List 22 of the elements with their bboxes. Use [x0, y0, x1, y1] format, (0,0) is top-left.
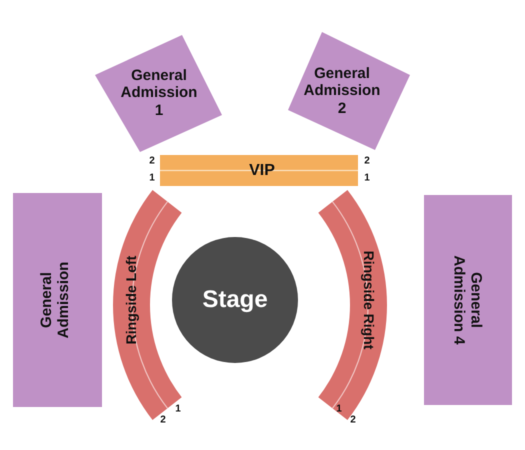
- row-number: 2: [160, 414, 166, 426]
- seating-section: [93, 33, 225, 155]
- row-number: 1: [149, 172, 155, 184]
- seating-section: [286, 30, 412, 152]
- section-label: General Admission: [38, 260, 72, 340]
- section-label: General Admission 2: [302, 65, 382, 117]
- row-number: 1: [175, 404, 181, 414]
- stage: [171, 236, 299, 364]
- seating-section: [13, 193, 102, 407]
- section-label: General Admission 4: [450, 254, 484, 347]
- stage-label: Stage: [201, 286, 269, 314]
- section-label: Ringside Right: [360, 250, 378, 352]
- row-number: 2: [364, 156, 370, 166]
- section-label: Ringside Left: [122, 254, 140, 346]
- seating-section: [160, 155, 358, 186]
- row-number: 2: [350, 414, 356, 426]
- section-label: VIP: [248, 162, 276, 180]
- row-number: 1: [364, 172, 370, 184]
- row-number: 1: [336, 404, 342, 414]
- row-number: 2: [149, 156, 155, 166]
- section-label: General Admission 1: [120, 67, 198, 119]
- seating-section: [424, 195, 512, 405]
